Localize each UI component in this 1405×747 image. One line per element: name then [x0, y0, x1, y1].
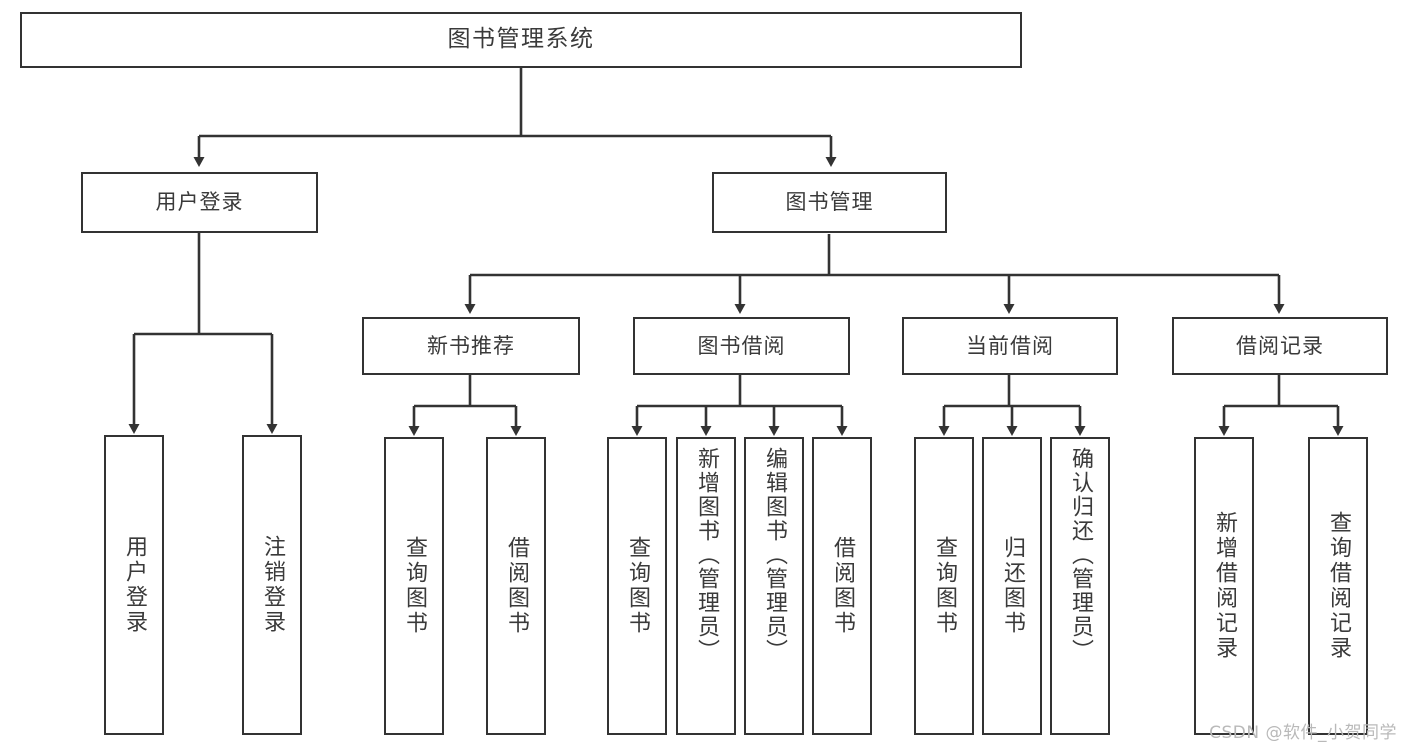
node-label: 查询图书 — [625, 536, 650, 636]
node-new-book-recommend[interactable]: 新书推荐 — [362, 317, 580, 375]
node-label: 图书借阅 — [697, 333, 786, 358]
node-label: 用户登录 — [155, 190, 244, 215]
node-leaf-borrow-book-recommend[interactable]: 借阅图书 — [486, 437, 546, 735]
node-label: 查询图书 — [402, 536, 427, 636]
node-label: 当前借阅 — [966, 333, 1054, 358]
node-label: 查询图书 — [932, 536, 957, 636]
node-leaf-add-book-admin[interactable]: 新增图书（管理员） — [676, 437, 736, 735]
node-root-book-management-system[interactable]: 图书管理系统 — [20, 12, 1022, 68]
watermark-text: CSDN @软件_小贺同学 — [1209, 723, 1397, 743]
node-leaf-add-borrow-record[interactable]: 新增借阅记录 — [1194, 437, 1254, 735]
node-label: 新增借阅记录 — [1212, 511, 1237, 661]
node-leaf-edit-book-admin[interactable]: 编辑图书（管理员） — [744, 437, 804, 735]
node-user-login[interactable]: 用户登录 — [81, 172, 318, 233]
node-leaf-user-login[interactable]: 用户登录 — [104, 435, 164, 735]
node-leaf-query-book-borrow[interactable]: 查询图书 — [607, 437, 667, 735]
node-label: 借阅图书 — [504, 536, 529, 636]
node-label: 借阅图书 — [830, 536, 855, 636]
node-label: 查询借阅记录 — [1326, 511, 1351, 661]
node-leaf-borrow-book[interactable]: 借阅图书 — [812, 437, 872, 735]
node-leaf-query-book-recommend[interactable]: 查询图书 — [384, 437, 444, 735]
node-leaf-logout[interactable]: 注销登录 — [242, 435, 302, 735]
node-label: 归还图书 — [1000, 536, 1025, 636]
node-leaf-query-borrow-record[interactable]: 查询借阅记录 — [1308, 437, 1368, 735]
node-label: 借阅记录 — [1236, 333, 1324, 358]
node-leaf-confirm-return-admin[interactable]: 确认归还（管理员） — [1050, 437, 1110, 735]
node-label: 编辑图书（管理员） — [762, 447, 787, 663]
node-book-management[interactable]: 图书管理 — [712, 172, 947, 233]
node-leaf-return-book[interactable]: 归还图书 — [982, 437, 1042, 735]
node-label: 图书管理 — [785, 190, 874, 215]
node-label: 注销登录 — [260, 535, 285, 635]
node-label: 新增图书（管理员） — [694, 447, 719, 663]
node-leaf-query-book-current[interactable]: 查询图书 — [914, 437, 974, 735]
node-borrow-record[interactable]: 借阅记录 — [1172, 317, 1388, 375]
node-label: 用户登录 — [122, 535, 147, 635]
node-current-borrow[interactable]: 当前借阅 — [902, 317, 1118, 375]
node-book-borrow[interactable]: 图书借阅 — [633, 317, 850, 375]
node-label: 图书管理系统 — [447, 26, 595, 53]
node-label: 新书推荐 — [427, 333, 515, 358]
node-label: 确认归还（管理员） — [1068, 447, 1093, 663]
